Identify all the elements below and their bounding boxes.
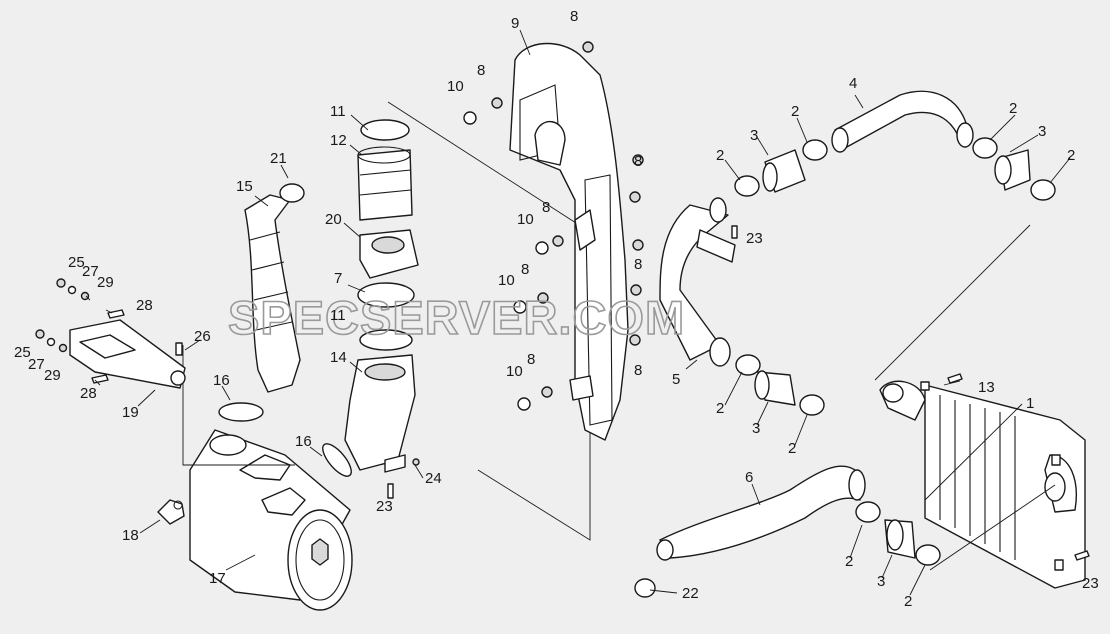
callout-2-h: 2 xyxy=(904,593,912,610)
callout-2-b: 2 xyxy=(791,103,799,120)
callout-13: 13 xyxy=(978,379,995,396)
rubber-sleeves xyxy=(754,149,1031,559)
intercooler-leaders xyxy=(874,224,1056,571)
callout-8-d: 8 xyxy=(542,199,550,216)
callout-10-c: 10 xyxy=(498,272,515,289)
callout-2-a: 2 xyxy=(716,147,724,164)
callout-labels: 1 4 5 6 7 9 11 11 12 13 14 15 16 16 17 1… xyxy=(14,8,1099,610)
callout-29-top: 29 xyxy=(97,274,114,291)
callout-14: 14 xyxy=(330,349,347,366)
callout-10-d: 10 xyxy=(506,363,523,380)
restriction-sensor xyxy=(157,499,185,525)
callout-23-mid: 23 xyxy=(746,230,763,247)
callout-8-g: 8 xyxy=(634,362,642,379)
intake-hose xyxy=(218,183,352,477)
callout-8-h: 8 xyxy=(527,351,535,368)
charge-pipe-6 xyxy=(656,465,866,561)
callout-25-low: 25 xyxy=(14,344,31,361)
callout-3-d: 3 xyxy=(877,573,885,590)
callout-17: 17 xyxy=(209,570,226,587)
callout-5: 5 xyxy=(672,371,680,388)
callout-27-top: 27 xyxy=(82,263,99,280)
watermark: SPECSERVER.COM xyxy=(228,291,685,344)
callout-22: 22 xyxy=(682,585,699,602)
callout-28-low: 28 xyxy=(80,385,97,402)
callout-leaders xyxy=(85,29,1071,596)
callout-8-f: 8 xyxy=(521,261,529,278)
bolts-right xyxy=(947,373,1090,561)
callout-23-stack: 23 xyxy=(376,498,393,515)
air-cleaner xyxy=(189,429,353,611)
callout-6: 6 xyxy=(745,469,753,486)
callout-8-b: 8 xyxy=(477,62,485,79)
bracket-leader-left xyxy=(182,345,295,466)
callout-20: 20 xyxy=(325,211,342,228)
callout-9: 9 xyxy=(511,15,519,32)
stack-leader xyxy=(387,101,591,541)
callout-15: 15 xyxy=(236,178,253,195)
callout-3-c: 3 xyxy=(752,420,760,437)
callout-8-c: 8 xyxy=(634,153,642,170)
callout-10-a: 10 xyxy=(447,78,464,95)
callout-29-low: 29 xyxy=(44,367,61,384)
intake-stack xyxy=(344,119,420,499)
callout-2-d: 2 xyxy=(1067,147,1075,164)
callout-3-b: 3 xyxy=(1038,123,1046,140)
callout-8-a: 8 xyxy=(570,8,578,25)
callout-2-e: 2 xyxy=(716,400,724,417)
callout-12: 12 xyxy=(330,132,347,149)
mounting-bracket xyxy=(69,319,186,389)
callout-11-lower: 11 xyxy=(330,307,346,324)
callout-24: 24 xyxy=(425,470,442,487)
callout-8-e: 8 xyxy=(634,256,642,273)
callout-10-b: 10 xyxy=(517,211,534,228)
callout-23-right: 23 xyxy=(1082,575,1099,592)
callout-1: 1 xyxy=(1026,395,1034,412)
callout-19: 19 xyxy=(122,404,139,421)
callout-16-left: 16 xyxy=(213,372,230,389)
charge-pipe-5 xyxy=(659,197,738,367)
charge-pipe-4 xyxy=(831,90,974,153)
callout-21: 21 xyxy=(270,150,287,167)
callout-11-top: 11 xyxy=(330,103,346,120)
callout-27-low: 27 xyxy=(28,356,45,373)
cowl-duct xyxy=(509,42,629,441)
hose-clamps xyxy=(634,137,1056,598)
callout-25-top: 25 xyxy=(68,254,85,271)
callout-3-a: 3 xyxy=(750,127,758,144)
callout-4: 4 xyxy=(849,75,857,92)
callout-26: 26 xyxy=(194,328,211,345)
callout-2-c: 2 xyxy=(1009,100,1017,117)
callout-2-f: 2 xyxy=(788,440,796,457)
callout-7: 7 xyxy=(334,270,342,287)
intercooler xyxy=(879,380,1086,589)
callout-18: 18 xyxy=(122,527,139,544)
cowl-fasteners xyxy=(463,41,644,411)
callout-16-right: 16 xyxy=(295,433,312,450)
callout-28-top: 28 xyxy=(136,297,153,314)
callout-2-g: 2 xyxy=(845,553,853,570)
